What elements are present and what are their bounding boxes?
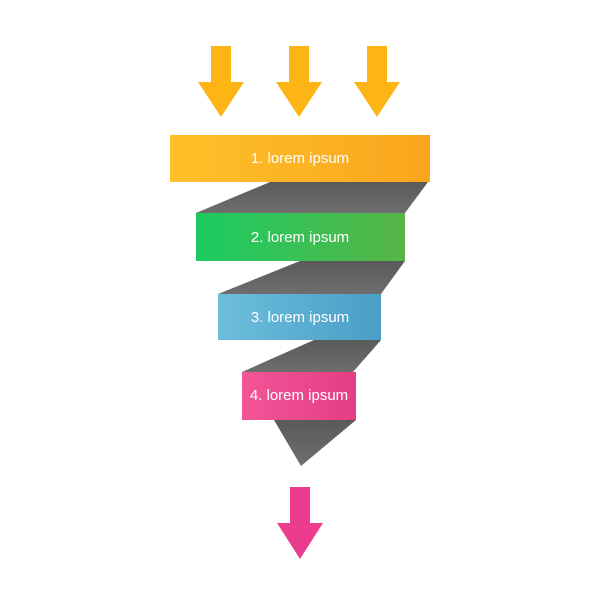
stage-label: 2. lorem ipsum — [251, 229, 349, 246]
arrow-down-icon — [277, 487, 323, 559]
stage-band — [218, 294, 381, 340]
stage-band — [242, 372, 356, 420]
ribbon-fold-1 — [196, 182, 428, 213]
funnel-stage-2: 2. lorem ipsum — [196, 213, 405, 261]
stage-band — [170, 135, 430, 182]
funnel-stage-4: 4. lorem ipsum — [242, 372, 356, 420]
input-arrows — [198, 46, 400, 117]
stage-label: 4. lorem ipsum — [250, 387, 348, 404]
arrow-down-icon — [276, 46, 322, 117]
ribbon-fold-3 — [242, 340, 381, 372]
stage-label: 3. lorem ipsum — [251, 309, 349, 326]
arrow-down-icon — [354, 46, 400, 117]
output-arrow — [277, 487, 323, 559]
ribbon-tail — [274, 420, 356, 466]
stage-band — [196, 213, 405, 261]
arrow-down-icon — [198, 46, 244, 117]
funnel-ribbon — [196, 182, 428, 466]
stage-label: 1. lorem ipsum — [251, 150, 349, 167]
ribbon-fold-2 — [218, 261, 405, 294]
funnel-stage-1: 1. lorem ipsum — [170, 135, 430, 182]
funnel-stage-3: 3. lorem ipsum — [218, 294, 381, 340]
